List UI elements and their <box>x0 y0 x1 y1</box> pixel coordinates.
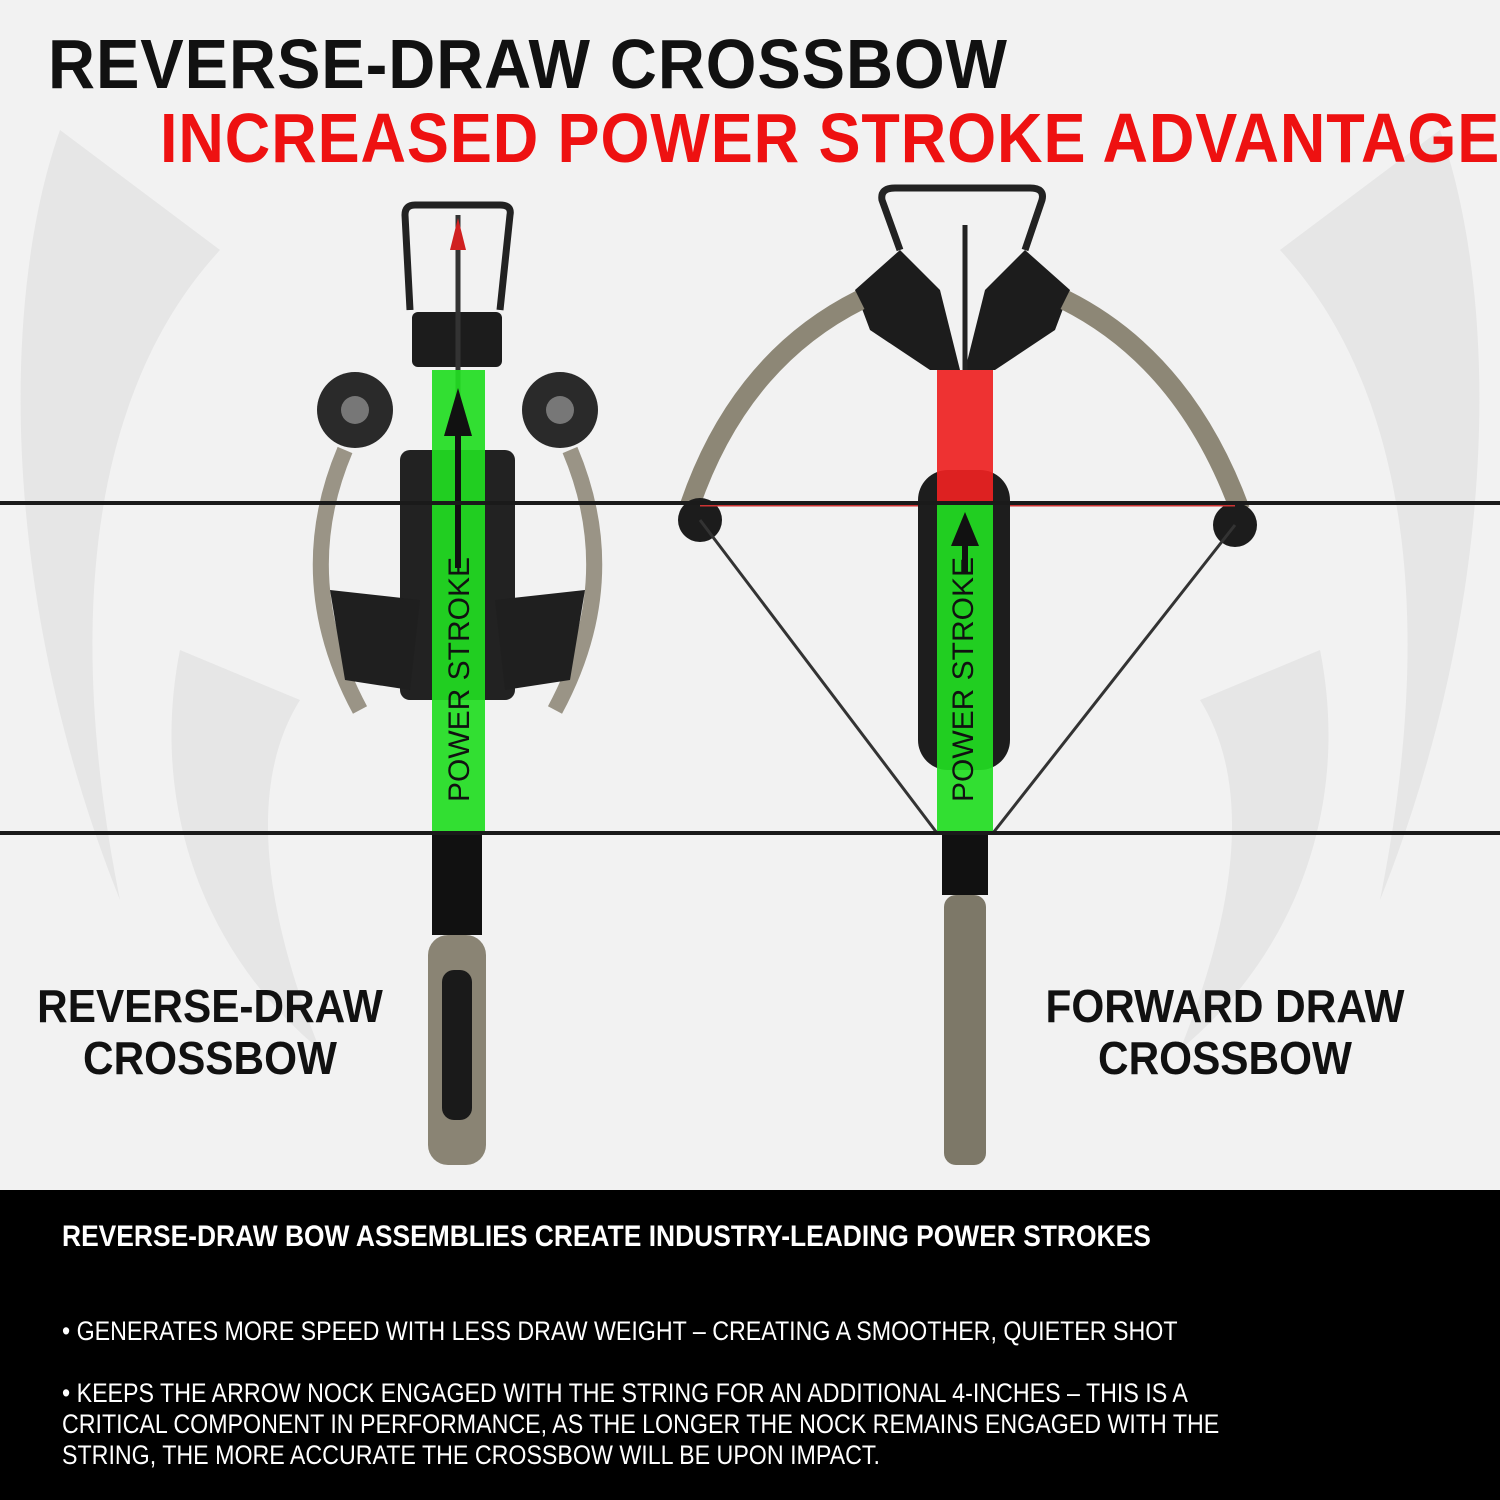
info-panel: REVERSE-DRAW BOW ASSEMBLIES CREATE INDUS… <box>0 1190 1500 1500</box>
right-extra-stroke-bar-red <box>937 370 993 503</box>
string-position-line-top <box>0 501 1500 505</box>
background-logo-watermark <box>20 130 1480 1050</box>
right-power-stroke-label: POWER STROKE <box>947 556 980 802</box>
left-power-stroke-arrow-icon <box>444 388 472 568</box>
page-title: REVERSE-DRAW CROSSBOW <box>48 25 1008 103</box>
forward-draw-label: FORWARD DRAW CROSSBOW <box>1045 980 1405 1084</box>
page-subtitle: INCREASED POWER STROKE ADVANTAGES <box>160 99 1500 177</box>
info-bullet: • GENERATES MORE SPEED WITH LESS DRAW WE… <box>62 1316 1178 1346</box>
string-position-line-bottom <box>0 831 1500 835</box>
right-power-stroke-arrow-icon <box>951 512 979 572</box>
reverse-draw-label: REVERSE-DRAW CROSSBOW <box>37 980 383 1084</box>
info-bullet: • KEEPS THE ARROW NOCK ENGAGED WITH THE … <box>62 1378 1220 1470</box>
info-heading: REVERSE-DRAW BOW ASSEMBLIES CREATE INDUS… <box>62 1220 1151 1253</box>
left-power-stroke-label: POWER STROKE <box>443 556 476 802</box>
